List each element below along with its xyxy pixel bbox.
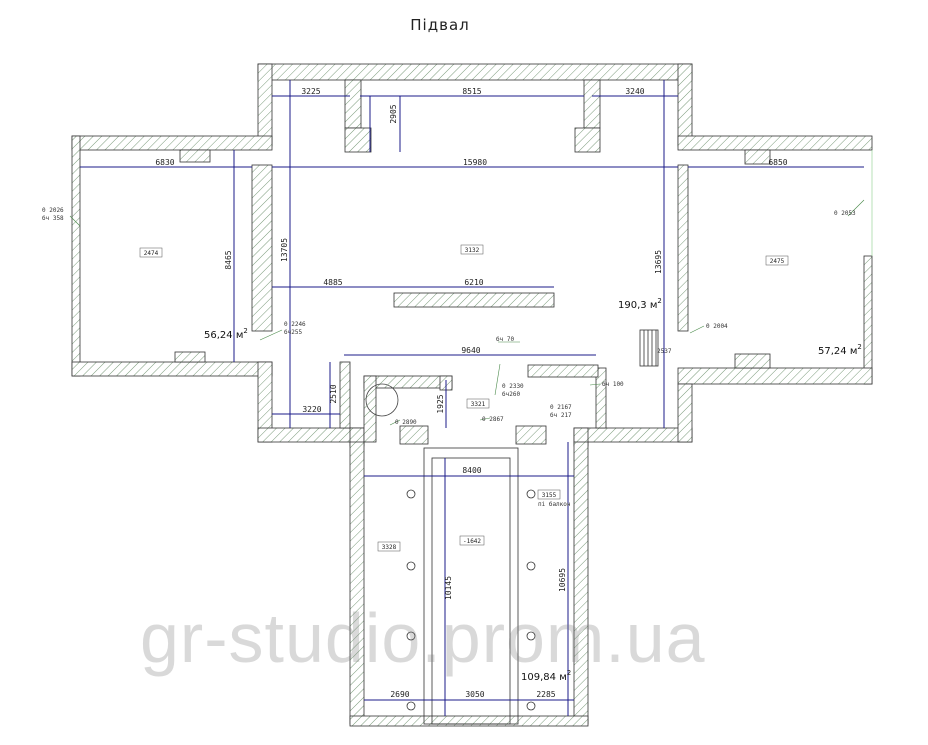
note-11: пі балкон xyxy=(538,501,571,508)
dim-left-height: 8465 xyxy=(224,250,233,269)
code-center: 3321 xyxy=(471,401,486,408)
notes: 0 2026 бч 358 0 2246 бч255 0 2053 0 2004… xyxy=(42,207,856,508)
code-main: 3132 xyxy=(465,247,480,254)
note-6a: 0 2330 xyxy=(502,383,524,390)
dim-top-left: 3225 xyxy=(301,87,320,96)
dim-top-mid: 8515 xyxy=(462,87,481,96)
note-1a: 0 2026 xyxy=(42,207,64,214)
dim-right-width: 6850 xyxy=(768,158,787,167)
note-2b: бч255 xyxy=(284,329,302,336)
code-left: 2474 xyxy=(144,250,159,257)
note-3: 0 2053 xyxy=(834,210,856,217)
note-2a: 0 2246 xyxy=(284,321,306,328)
columns xyxy=(406,489,536,711)
area-right-room: 57,24 м2 xyxy=(818,343,862,357)
area-left-room: 56,24 м2 xyxy=(204,327,248,341)
dim-hall-right-h: 10695 xyxy=(558,568,567,592)
room-lines xyxy=(365,150,873,725)
dim-top-right: 3240 xyxy=(625,87,644,96)
dim-hall-left-h: 10145 xyxy=(444,576,453,600)
note-10: 0 2867 xyxy=(482,416,504,423)
note-7: бч 100 xyxy=(602,381,624,388)
leader-lines xyxy=(69,199,865,426)
note-9: 0 2890 xyxy=(395,419,417,426)
dim-lower-width: 9640 xyxy=(461,346,480,355)
dimension-labels: 3225 8515 3240 2905 6830 15980 6850 8465… xyxy=(155,87,787,699)
code-hall-left: 3328 xyxy=(382,544,397,551)
dim-partition-left: 4885 xyxy=(323,278,342,287)
dim-step-w: 2537 xyxy=(657,348,672,355)
note-6b: бч260 xyxy=(502,391,520,398)
dim-partition-len: 6210 xyxy=(464,278,483,287)
note-8b: бч 217 xyxy=(550,412,572,419)
plan-title: Підвал xyxy=(410,16,470,34)
note-1b: бч 358 xyxy=(42,215,64,222)
watermark: gr-studio.prom.ua xyxy=(140,599,706,677)
area-main-hall: 190,3 м2 xyxy=(618,297,662,311)
note-5: бч 70 xyxy=(496,336,514,343)
dimension-lines xyxy=(80,80,864,716)
dim-corner-h: 2510 xyxy=(329,384,338,403)
dim-main-width: 15980 xyxy=(463,158,487,167)
dim-left-width: 6830 xyxy=(155,158,174,167)
room-codes: 2474 3132 2475 3321 3328 -1642 3155 xyxy=(139,244,789,552)
area-labels: 56,24 м2 190,3 м2 57,24 м2 109,84 м2 xyxy=(204,297,862,683)
dim-main-left-height: 13705 xyxy=(280,238,289,262)
dim-hall-width: 8400 xyxy=(462,466,481,475)
dim-main-right-height: 13695 xyxy=(654,250,663,274)
code-hall-mid: -1642 xyxy=(463,538,481,545)
code-right: 2475 xyxy=(770,258,785,265)
note-4: 0 2004 xyxy=(706,323,728,330)
dim-corner-w: 3220 xyxy=(302,405,321,414)
dim-bottom-mid: 3050 xyxy=(465,690,484,699)
note-8a: 0 2167 xyxy=(550,404,572,411)
dim-niche-depth: 2905 xyxy=(389,104,398,123)
dim-stair-h: 1925 xyxy=(436,394,445,413)
dim-bottom-right: 2285 xyxy=(536,690,555,699)
walls xyxy=(71,63,873,727)
dim-bottom-left: 2690 xyxy=(390,690,409,699)
area-lower-hall: 109,84 м2 xyxy=(521,669,571,683)
code-hall-right: 3155 xyxy=(542,492,557,499)
